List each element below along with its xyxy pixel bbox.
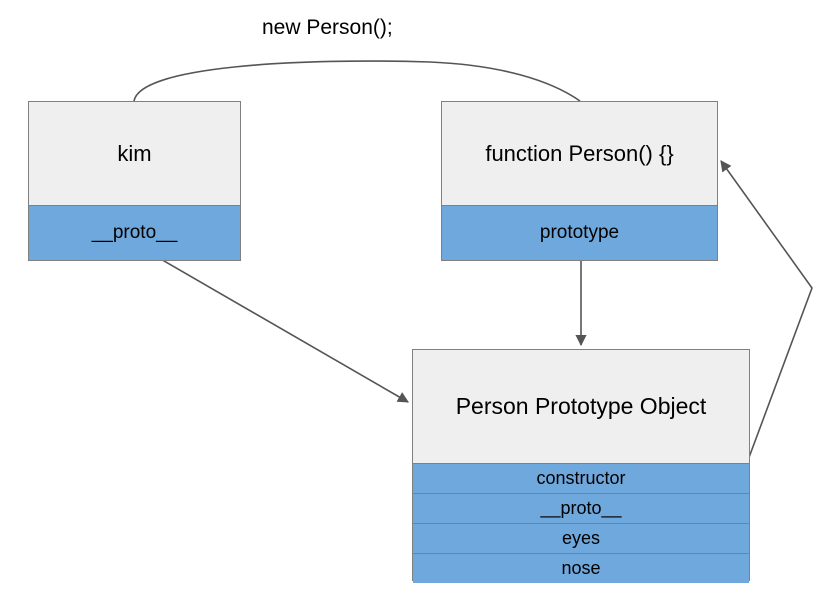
node-person-function-header: function Person() {} xyxy=(442,102,717,205)
edge-kim-proto-to-prototype-object xyxy=(132,242,409,403)
node-kim-header: kim xyxy=(29,102,240,205)
node-person-prototype-object-row-eyes[interactable]: eyes xyxy=(413,523,749,553)
node-person-prototype-object-row-nose[interactable]: nose xyxy=(413,553,749,583)
caption-new-person: new Person(); xyxy=(262,16,393,39)
node-kim-row-proto[interactable]: __proto__ xyxy=(29,205,240,260)
node-person-prototype-object-header: Person Prototype Object xyxy=(413,350,749,463)
node-person-function[interactable]: function Person() {} prototype xyxy=(441,101,718,261)
node-kim[interactable]: kim __proto__ xyxy=(28,101,241,261)
edge-kim-to-person-curve xyxy=(133,60,581,102)
node-person-prototype-object-row-proto[interactable]: __proto__ xyxy=(413,493,749,523)
node-person-prototype-object[interactable]: Person Prototype Object constructor __pr… xyxy=(412,349,750,583)
node-person-function-row-prototype[interactable]: prototype xyxy=(442,205,717,260)
node-person-prototype-object-row-constructor[interactable]: constructor xyxy=(413,463,749,493)
